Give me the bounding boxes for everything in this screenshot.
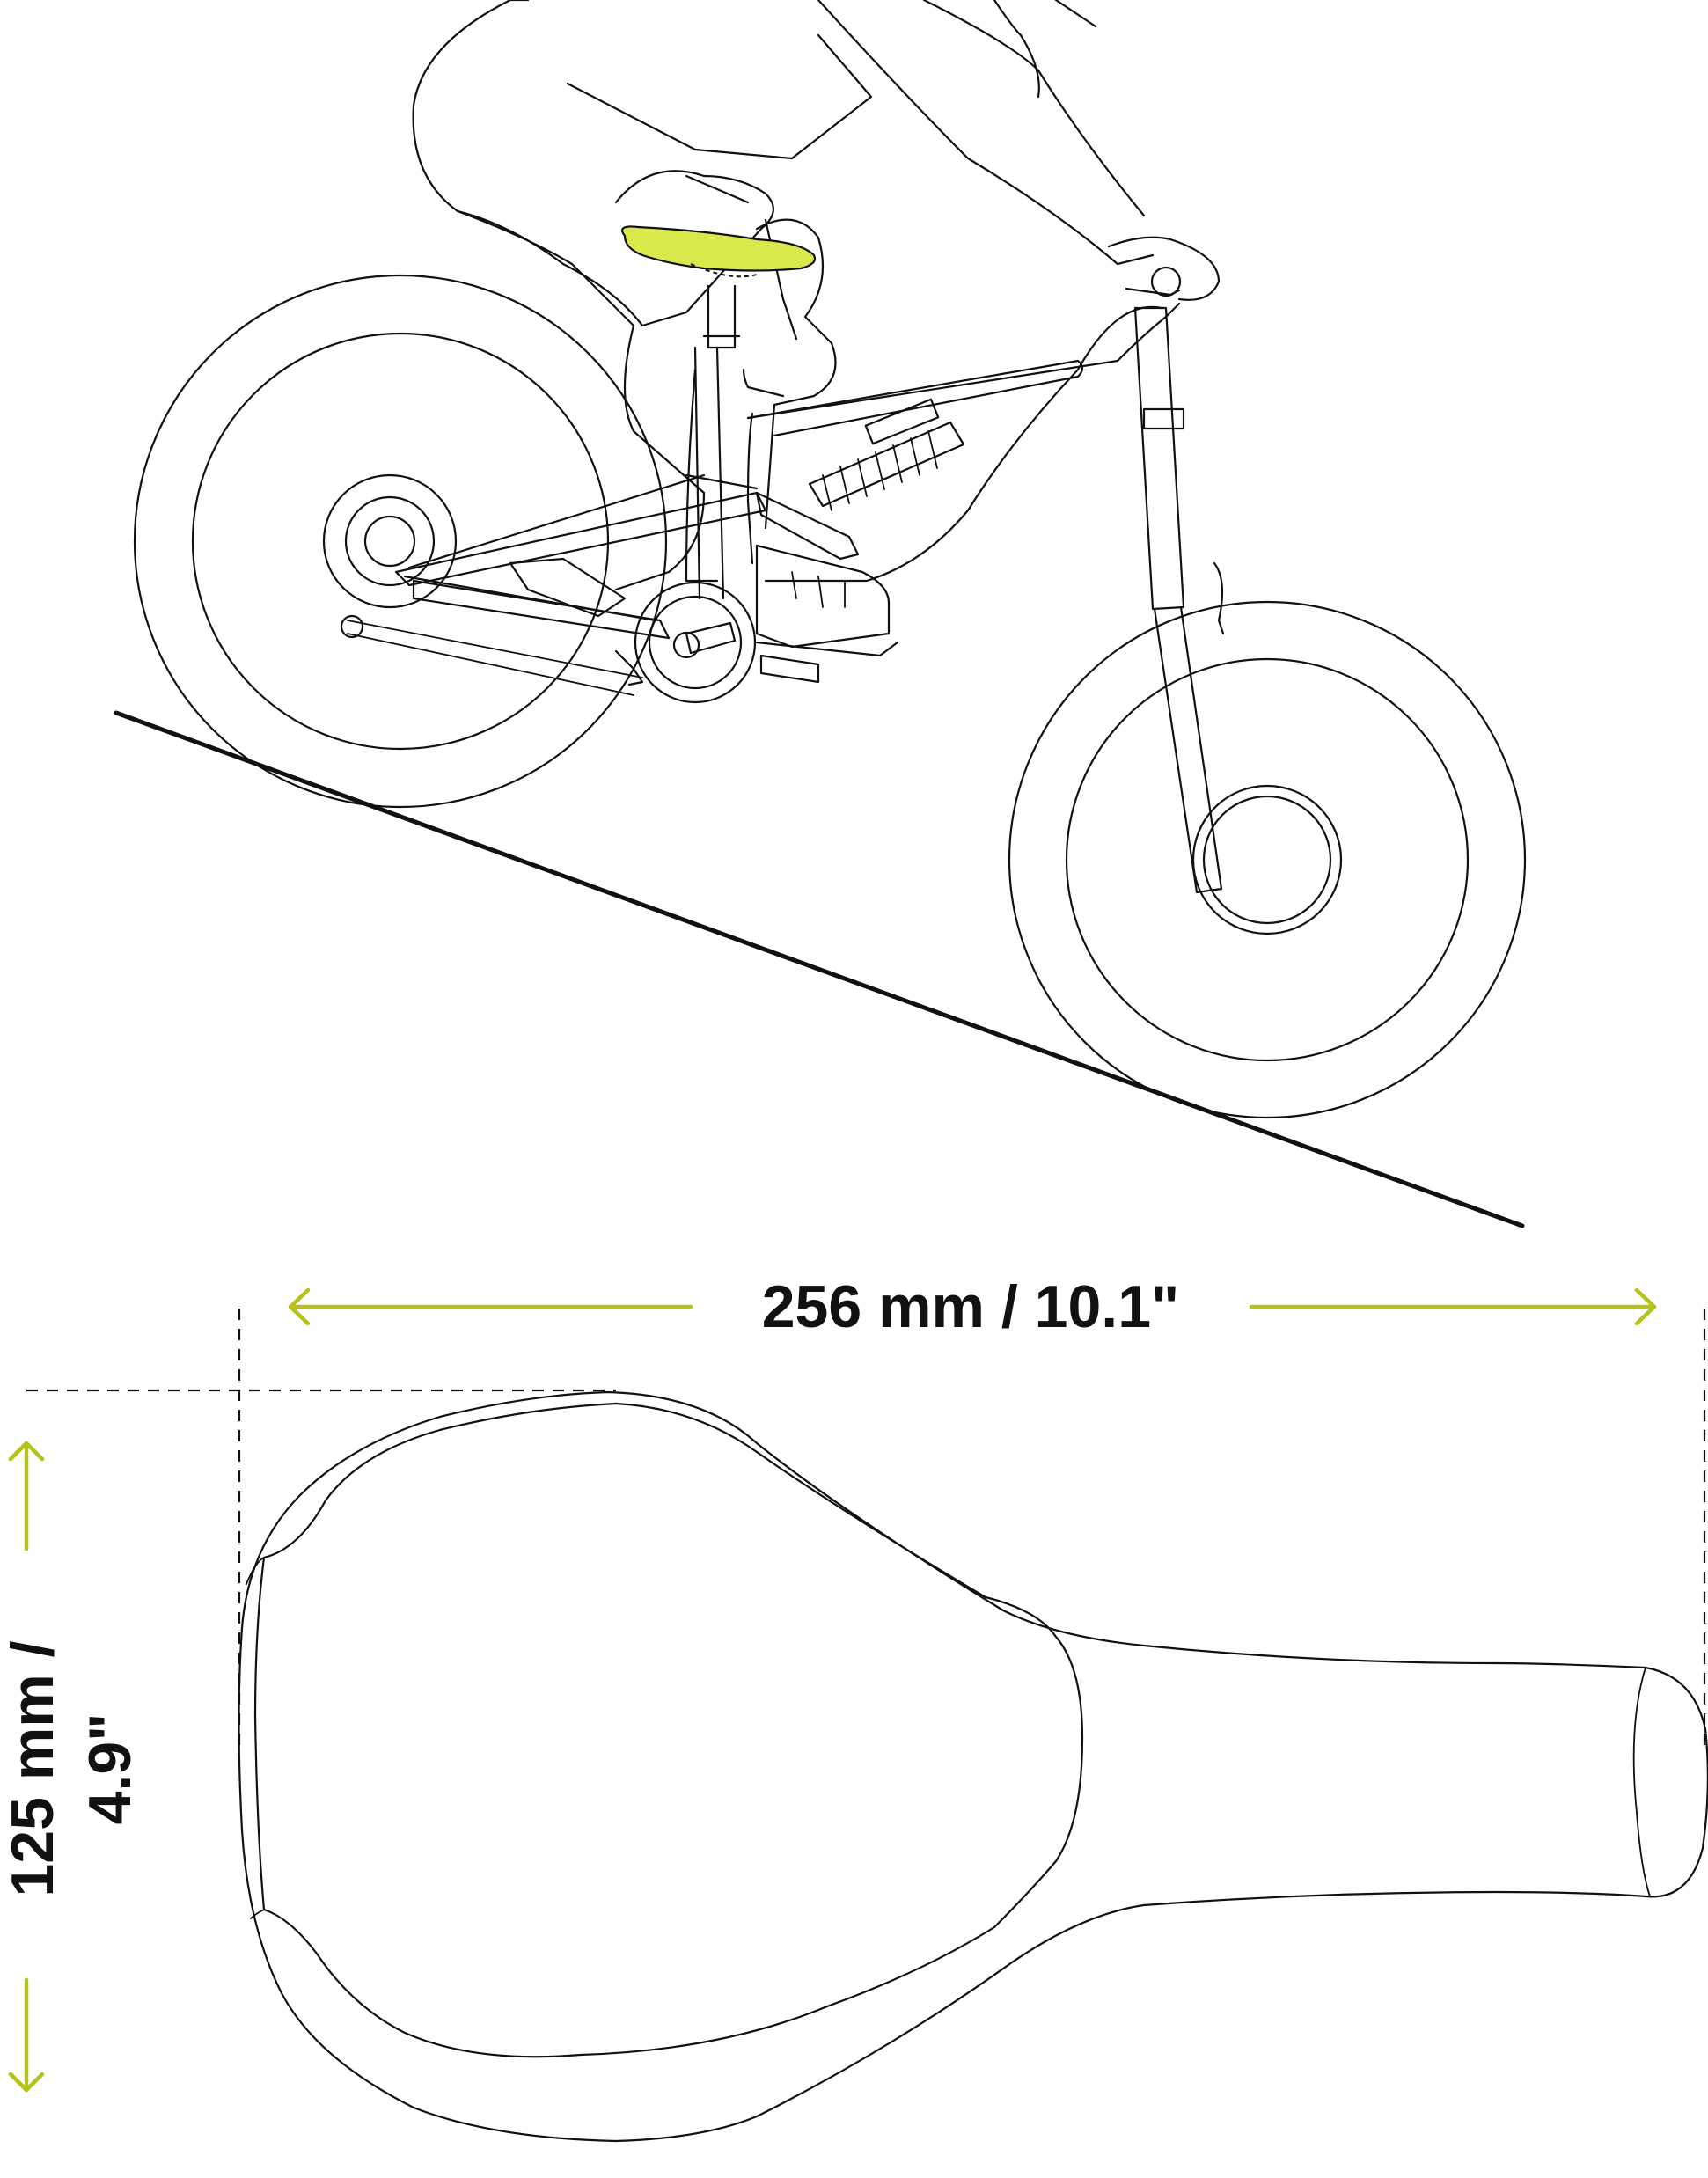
length-label: 256 mm / 10.1" <box>762 1273 1180 1340</box>
front-rim <box>1065 657 1470 1062</box>
saddle-top-view <box>238 1390 1708 2143</box>
front-fork <box>1133 306 1225 894</box>
rear-axle <box>363 515 416 568</box>
handlebar <box>1125 266 1182 297</box>
length-dimension: 256 mm / 10.1" <box>238 1273 1706 1751</box>
rear-hub-outer <box>322 473 458 609</box>
width-dimension: 125 mm / 4.9" <box>0 1389 616 2093</box>
rider <box>412 0 1221 657</box>
crankset <box>614 581 820 704</box>
front-wheel <box>1008 600 1527 1119</box>
bike-frame <box>340 284 1181 696</box>
slope-line <box>114 710 1525 1228</box>
saddle-outer-outline <box>238 1390 1708 2143</box>
saddle-inner-panel <box>253 1402 1084 2058</box>
rear-tire <box>133 274 668 809</box>
rear-shock <box>808 398 965 511</box>
rear-rim <box>191 332 610 751</box>
bike-saddle-highlight <box>621 225 817 278</box>
width-label-line1: 125 mm / <box>0 1640 66 1896</box>
front-hub-inner <box>1202 795 1332 925</box>
front-tire <box>1008 600 1527 1119</box>
rear-hub-inner <box>344 495 436 587</box>
rear-wheel <box>133 274 668 809</box>
width-label-line2: 4.9" <box>77 1713 143 1825</box>
front-hub-outer <box>1191 784 1343 935</box>
